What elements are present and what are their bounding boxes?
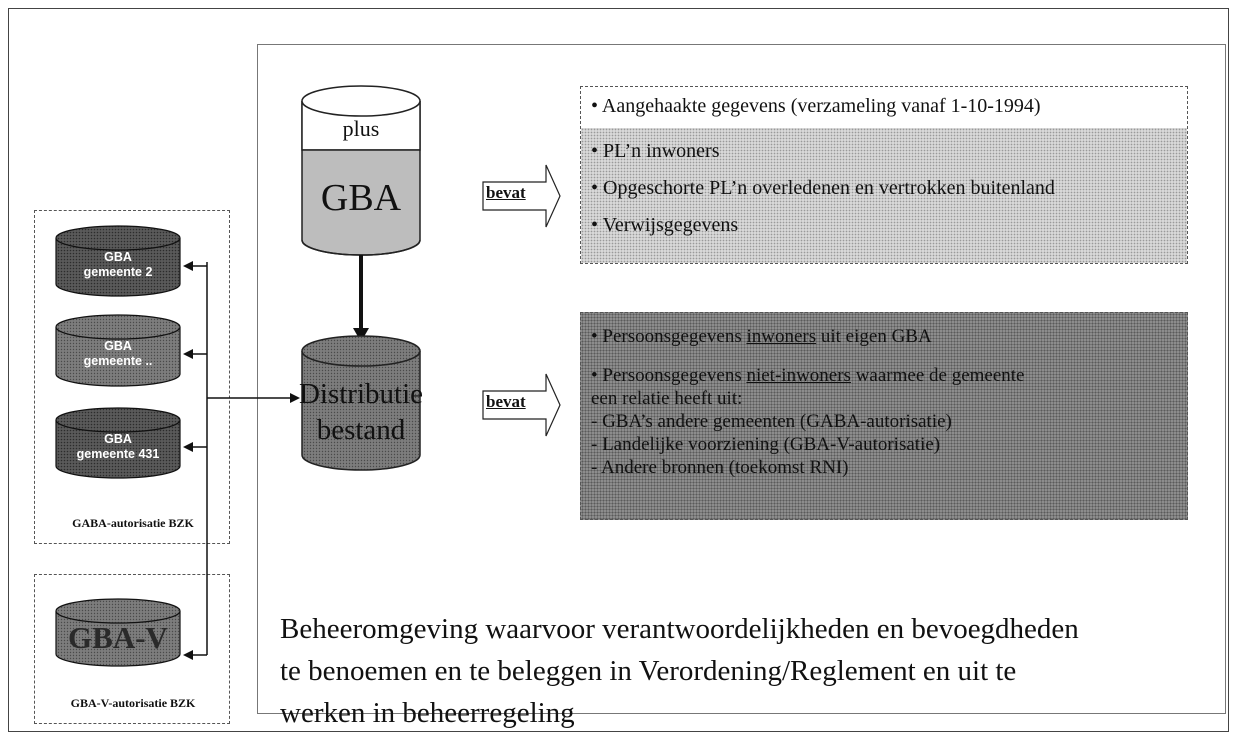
db-gemeente-431-label: GBA gemeente 431 [76,432,160,461]
bevat-arrow-2 [482,373,561,437]
connector-arrowheads [183,261,300,660]
gba-plus-label: plus [342,116,380,141]
gbav-group [34,574,230,724]
box-top-item-2: • Opgeschorte PL’n overledenen en vertro… [591,177,1055,199]
inner-frame [257,44,1226,714]
box-bottom-subitem-3: - Andere bronnen (toekomst RNI) [591,457,849,478]
outer-frame [8,8,1229,732]
db-gemeente-2-cylinder [55,225,181,297]
gaba-group [34,210,230,544]
bevat-arrow-1 [482,164,561,228]
db-gemeente-dots-cylinder [55,314,181,387]
gbav-caption: GBA-V-autorisatie BZK [70,696,196,710]
distributie-line-2: bestand [316,414,406,446]
paragraph-line-1: Beheeromgeving waarvoor verantwoordelijk… [280,613,1079,645]
box-bottom-item-1: • Persoonsgegevens inwoners uit eigen GB… [591,326,932,347]
content-box-top: • Aangehaakte gegevens (verzameling vana… [580,86,1188,264]
box-top-list: • PL’n inwoners • Opgeschorte PL’n overl… [581,128,1187,263]
bevat-label-2: bevat [486,392,526,411]
bevat-label-1: bevat [486,183,526,202]
content-box-bottom: • Persoonsgegevens inwoners uit eigen GB… [580,312,1188,520]
distributie-database-cylinder [301,335,421,471]
db-gemeente-2-label: GBA gemeente 2 [83,250,153,279]
db-gbav-cylinder [55,598,181,667]
paragraph-line-3: werken in beheerregeling [280,697,575,729]
box-bottom-item-2-line-2: een relatie heeft uit: [591,388,743,409]
box-top-header-text: • Aangehaakte gegevens (verzameling vana… [591,95,1041,117]
gba-database-cylinder [301,85,421,256]
distributie-line-1: Distributie [298,378,424,410]
gaba-caption: GABA-autorisatie BZK [72,516,194,530]
db-gemeente-dots-label: GBA gemeente .. [83,339,153,368]
db-gemeente-431-cylinder [55,407,181,479]
box-bottom-subitem-1: - GBA’s andere gemeenten (GABA-autorisat… [591,411,952,432]
box-top-item-3: • Verwijsgegevens [591,214,739,236]
paragraph-line-2: te benoemen en te beleggen in Verordenin… [280,655,1017,687]
distributie-label: Distributie bestand [294,376,428,448]
gba-main-label: GBA [320,177,402,219]
box-top-item-1: • PL’n inwoners [591,140,720,162]
beheeromgeving-paragraph: Beheeromgeving waarvoor verantwoordelijk… [280,608,1210,734]
box-top-header: • Aangehaakte gegevens (verzameling vana… [581,87,1187,128]
box-bottom-subitem-2: - Landelijke voorziening (GBA-V-autorisa… [591,434,941,455]
box-bottom-item-2: • Persoonsgegevens niet-inwoners waarmee… [591,365,1025,386]
gbav-label: GBA-V [68,620,168,655]
connector-lines [186,262,294,656]
